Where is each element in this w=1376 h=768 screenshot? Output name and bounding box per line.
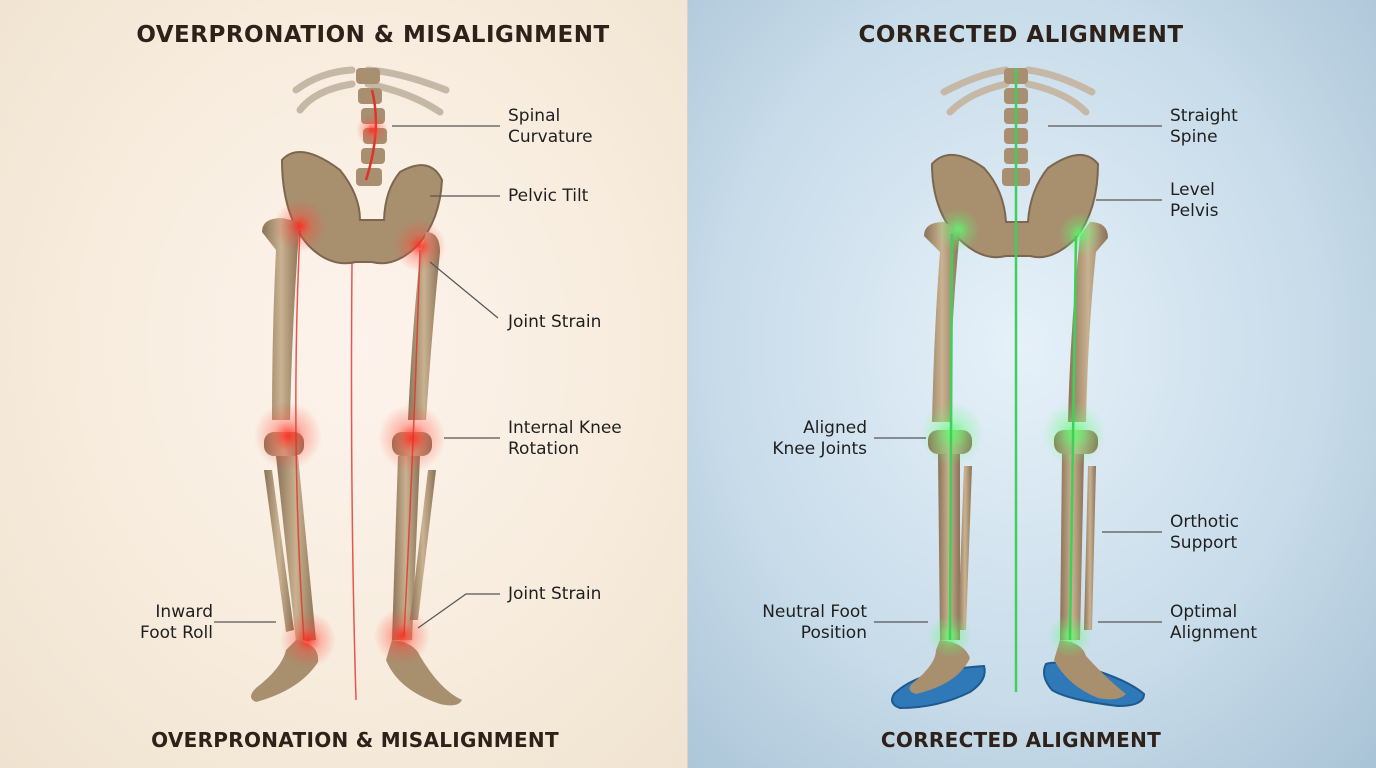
- strain-highlights: [254, 114, 446, 668]
- label-level-pelvis: Level Pelvis: [1170, 180, 1218, 222]
- misalignment-lines: [295, 229, 421, 701]
- label-line: Pelvis: [1170, 201, 1219, 221]
- label-line: Spine: [1170, 127, 1218, 147]
- label-joint-strain-ankle: Joint Strain: [508, 584, 601, 605]
- label-line: Knee Joints: [772, 439, 867, 459]
- label-line: Foot Roll: [140, 623, 213, 643]
- label-line: Support: [1170, 533, 1238, 553]
- right-bottom-title: CORRECTED ALIGNMENT: [880, 728, 1162, 752]
- label-line: Internal Knee: [508, 418, 622, 438]
- corrected-panel: CORRECTED ALIGNMENT Straight Spine Level…: [688, 0, 1376, 768]
- label-neutral-foot-position: Neutral Foot Position: [728, 602, 867, 644]
- label-line: Curvature: [508, 127, 593, 147]
- leader-lines: [214, 125, 500, 629]
- label-pelvic-tilt: Pelvic Tilt: [508, 186, 588, 207]
- rib-cage: [940, 66, 1096, 116]
- label-line: Pelvic Tilt: [508, 186, 589, 206]
- label-line: Neutral Foot: [762, 602, 867, 622]
- leader-lines: [874, 125, 1162, 623]
- misaligned-skeleton: [214, 66, 500, 706]
- left-top-title: OVERPRONATION & MISALIGNMENT: [136, 22, 610, 48]
- alignment-lines: [948, 68, 1078, 692]
- label-inward-foot-roll: Inward Foot Roll: [120, 602, 213, 644]
- label-optimal-alignment: Optimal Alignment: [1170, 602, 1257, 644]
- label-line: Inward: [155, 602, 213, 622]
- label-line: Level: [1170, 180, 1215, 200]
- right-top-title: CORRECTED ALIGNMENT: [858, 22, 1184, 48]
- label-line: Aligned: [803, 418, 867, 438]
- label-line: Position: [800, 623, 867, 643]
- label-line: Straight: [1170, 106, 1238, 126]
- label-internal-knee-rotation: Internal Knee Rotation: [508, 418, 622, 460]
- label-line: Alignment: [1170, 623, 1258, 643]
- label-joint-strain-hip: Joint Strain: [508, 312, 601, 333]
- overpronation-panel: OVERPRONATION & MISALIGNMENT Spinal Curv…: [0, 0, 688, 768]
- label-line: Joint Strain: [508, 584, 602, 604]
- label-line: Joint Strain: [508, 312, 602, 332]
- label-line: Optimal: [1170, 602, 1238, 622]
- label-aligned-knee-joints: Aligned Knee Joints: [748, 418, 867, 460]
- label-line: Spinal: [508, 106, 561, 126]
- left-bottom-title: OVERPRONATION & MISALIGNMENT: [151, 728, 559, 752]
- label-line: Orthotic: [1170, 512, 1239, 532]
- label-straight-spine: Straight Spine: [1170, 106, 1238, 148]
- label-line: Rotation: [508, 439, 580, 459]
- label-spinal-curvature: Spinal Curvature: [508, 106, 593, 148]
- aligned-skeleton: [874, 66, 1162, 710]
- label-orthotic-support: Orthotic Support: [1170, 512, 1239, 554]
